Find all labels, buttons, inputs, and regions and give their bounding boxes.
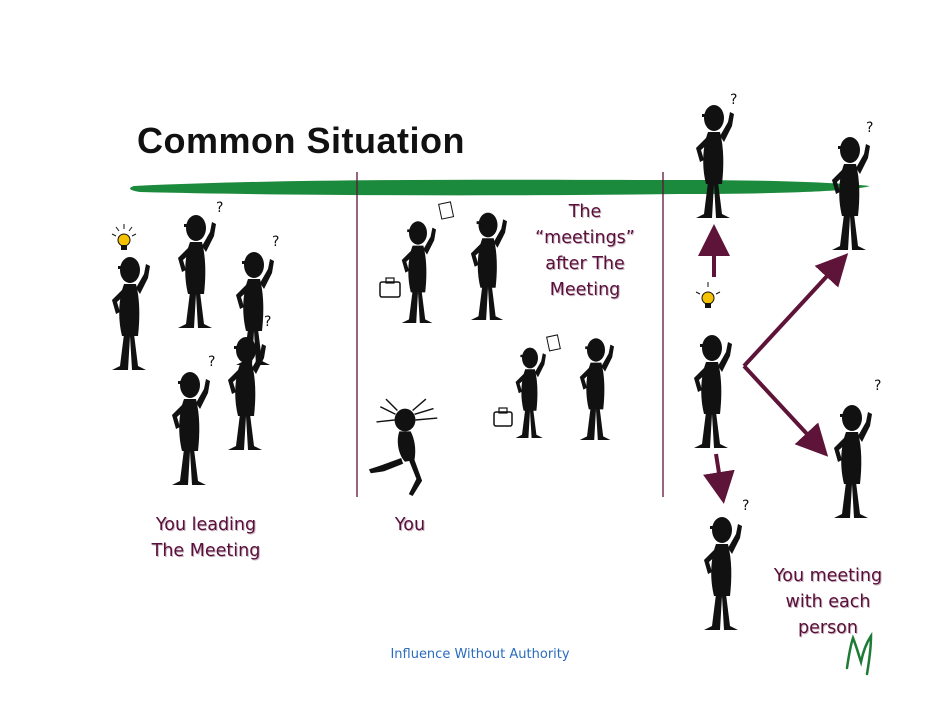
label-you: You: [394, 515, 426, 535]
label-you-meeting-each: You meeting with each person: [773, 566, 883, 638]
stick-figure-icon: [470, 212, 507, 320]
question-mark-icon: [742, 498, 750, 514]
question-mark-icon: [272, 234, 280, 250]
stick-figure-icon: [696, 105, 734, 218]
stick-figure-icon: [172, 372, 210, 485]
question-mark-icon: [874, 378, 882, 394]
question-mark-icon: [216, 200, 224, 216]
stick-figure-icon: [834, 405, 872, 518]
question-mark-icon: [866, 120, 874, 136]
stick-figure-icon: [178, 215, 216, 328]
stick-figure-icon: [515, 347, 546, 438]
briefcase-icon: [493, 407, 513, 427]
question-mark-icon: [208, 354, 216, 370]
stick-figure-icon: [228, 337, 266, 450]
label-meetings-after: The “meetings” after The Meeting: [535, 202, 635, 300]
arrow-icon: [742, 364, 829, 457]
arrow-icon: [742, 253, 849, 368]
briefcase-icon: [379, 277, 401, 298]
stick-figure-icon: [832, 137, 870, 250]
lightbulb-icon: [111, 224, 137, 250]
paper-icon: [438, 201, 455, 220]
stick-figure-icon: [401, 221, 436, 323]
green-bar: [130, 179, 871, 196]
lightbulb-icon: [695, 282, 721, 308]
stick-figure-icon: [368, 398, 438, 496]
stick-figure-icon: [112, 257, 150, 370]
logo: [845, 631, 873, 676]
label-you-leading: You leading The Meeting: [151, 515, 261, 561]
stick-figure-icon: [579, 338, 614, 440]
stick-figure-icon: [694, 335, 732, 448]
question-mark-icon: [730, 92, 738, 108]
question-mark-icon: [264, 314, 272, 330]
stick-figure-icon: [704, 517, 742, 630]
page-title: Common Situation: [137, 120, 465, 161]
paper-icon: [546, 334, 561, 352]
arrow-icon: [703, 453, 735, 504]
footer-text: Influence Without Authority: [390, 647, 570, 662]
